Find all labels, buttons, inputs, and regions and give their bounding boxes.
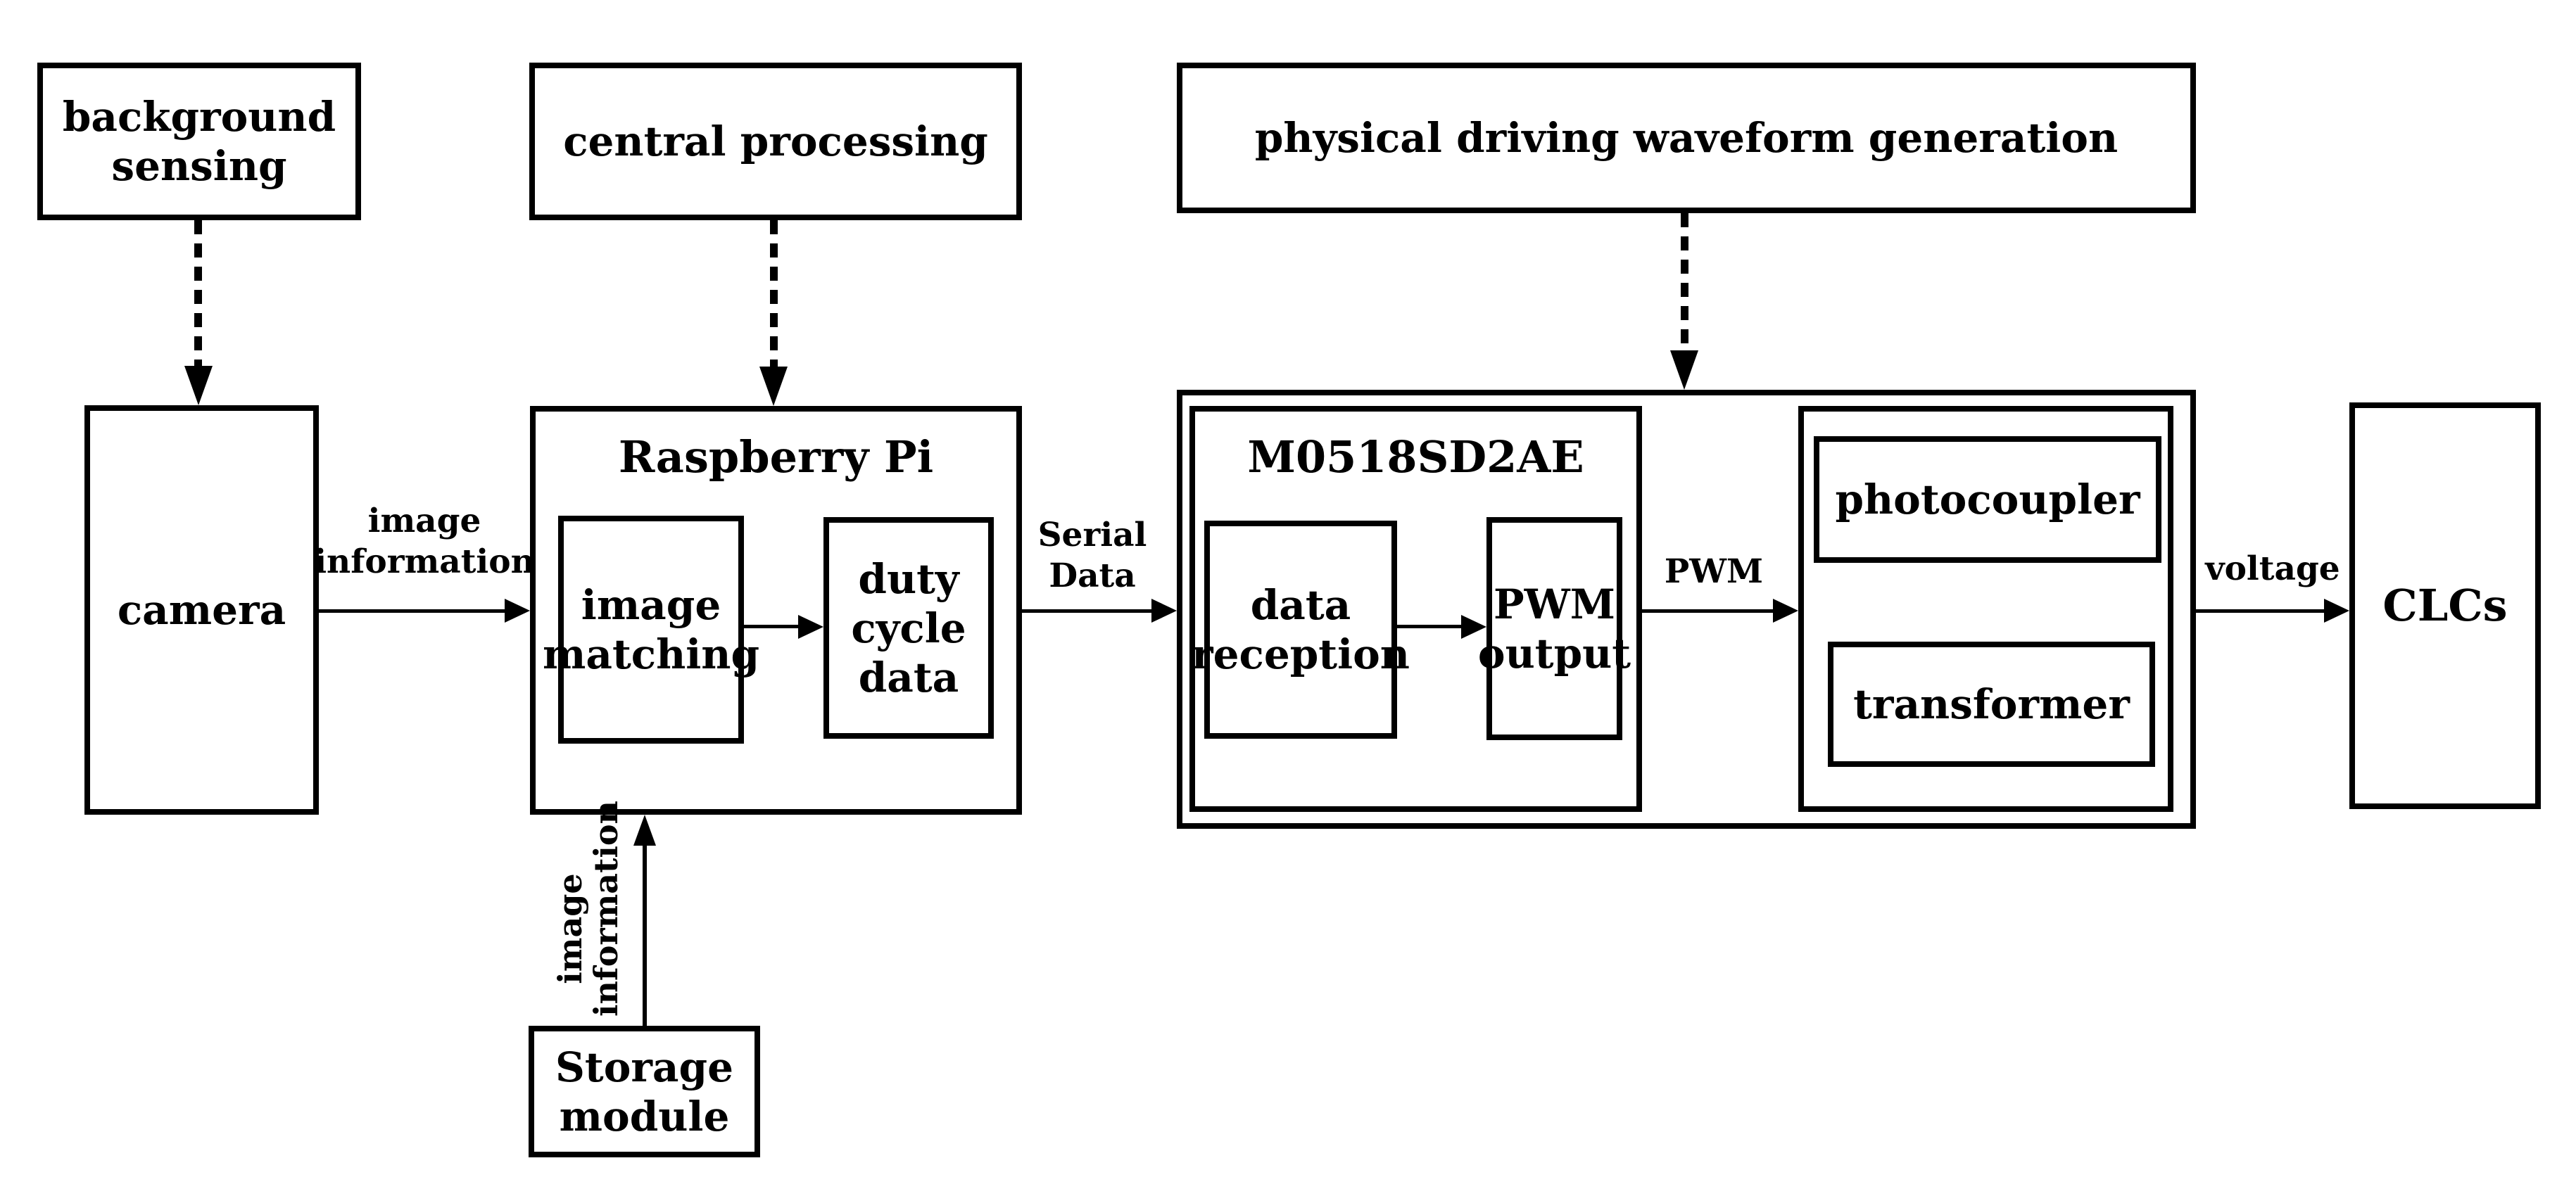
arrowhead-background-to-camera <box>184 366 213 405</box>
arrowhead-raspberrypi-to-driver <box>1151 599 1177 623</box>
arrowhead-imagematching-to-dutycycle <box>798 615 823 639</box>
box-duty-cycle-data: duty cycle data <box>823 517 994 739</box>
camera-label: camera <box>117 586 286 634</box>
arrowhead-physical-to-driver <box>1670 350 1698 390</box>
pwm-output-label: PWM output <box>1477 580 1631 678</box>
arrowhead-driver-to-clcs <box>2324 599 2349 623</box>
arrow-driver-to-clcs <box>2196 609 2324 613</box>
dashed-line-physical-to-driver <box>1681 213 1688 350</box>
raspberry-pi-title: Raspberry Pi <box>618 431 934 483</box>
label-voltage: voltage <box>2205 549 2340 588</box>
transformer-label: transformer <box>1853 680 2130 728</box>
box-physical-driving: physical driving waveform generation <box>1177 63 2196 213</box>
box-image-matching: image matching <box>543 516 759 744</box>
label-image-information: image information <box>314 502 535 581</box>
box-m0518sd2ae: M0518SD2AE <box>1189 406 1642 812</box>
label-pwm: PWM <box>1664 552 1764 591</box>
image-matching-label: image matching <box>543 581 759 678</box>
storage-module-label: Storage module <box>555 1043 733 1140</box>
label-image-information-vertical: image information <box>551 801 625 1017</box>
arrowhead-central-to-raspberrypi <box>759 367 788 406</box>
arrow-raspberrypi-to-driver <box>1022 609 1151 613</box>
clcs-label: CLCs <box>2382 580 2508 631</box>
box-background-sensing: background sensing <box>37 63 361 220</box>
arrow-camera-to-raspberrypi <box>319 609 505 613</box>
arrow-storage-to-raspberrypi <box>643 846 647 1026</box>
box-transformer: transformer <box>1828 642 2155 767</box>
data-reception-label: data reception <box>1192 581 1410 678</box>
arrowhead-datareception-to-pwmoutput <box>1461 615 1486 639</box>
arrow-imagematching-to-dutycycle <box>744 625 798 628</box>
box-central-processing: central processing <box>529 63 1022 220</box>
arrowhead-camera-to-raspberrypi <box>505 599 530 623</box>
dashed-line-background-to-camera <box>194 220 202 366</box>
m0518sd2ae-title: M0518SD2AE <box>1247 431 1584 483</box>
box-pwm-output: PWM output <box>1478 517 1631 740</box>
arrowhead-storage-to-raspberrypi <box>633 815 656 846</box>
box-data-reception: data reception <box>1192 521 1410 739</box>
arrow-m0518-to-photocoupler <box>1642 609 1773 613</box>
physical-driving-label: physical driving waveform generation <box>1254 114 2119 162</box>
arrowhead-m0518-to-photocoupler <box>1773 599 1798 623</box>
background-sensing-label: background sensing <box>62 93 336 190</box>
box-clcs: CLCs <box>2349 402 2541 809</box>
box-camera: camera <box>84 405 319 815</box>
photocoupler-label: photocoupler <box>1835 476 2140 523</box>
arrow-datareception-to-pwmoutput <box>1397 625 1461 628</box>
dashed-line-central-to-raspberrypi <box>770 220 778 367</box>
central-processing-label: central processing <box>563 117 988 165</box>
box-storage-module: Storage module <box>529 1026 760 1157</box>
duty-cycle-data-label: duty cycle data <box>851 554 966 701</box>
box-photocoupler: photocoupler <box>1814 436 2161 563</box>
label-serial-data: Serial Data <box>1037 516 1147 595</box>
